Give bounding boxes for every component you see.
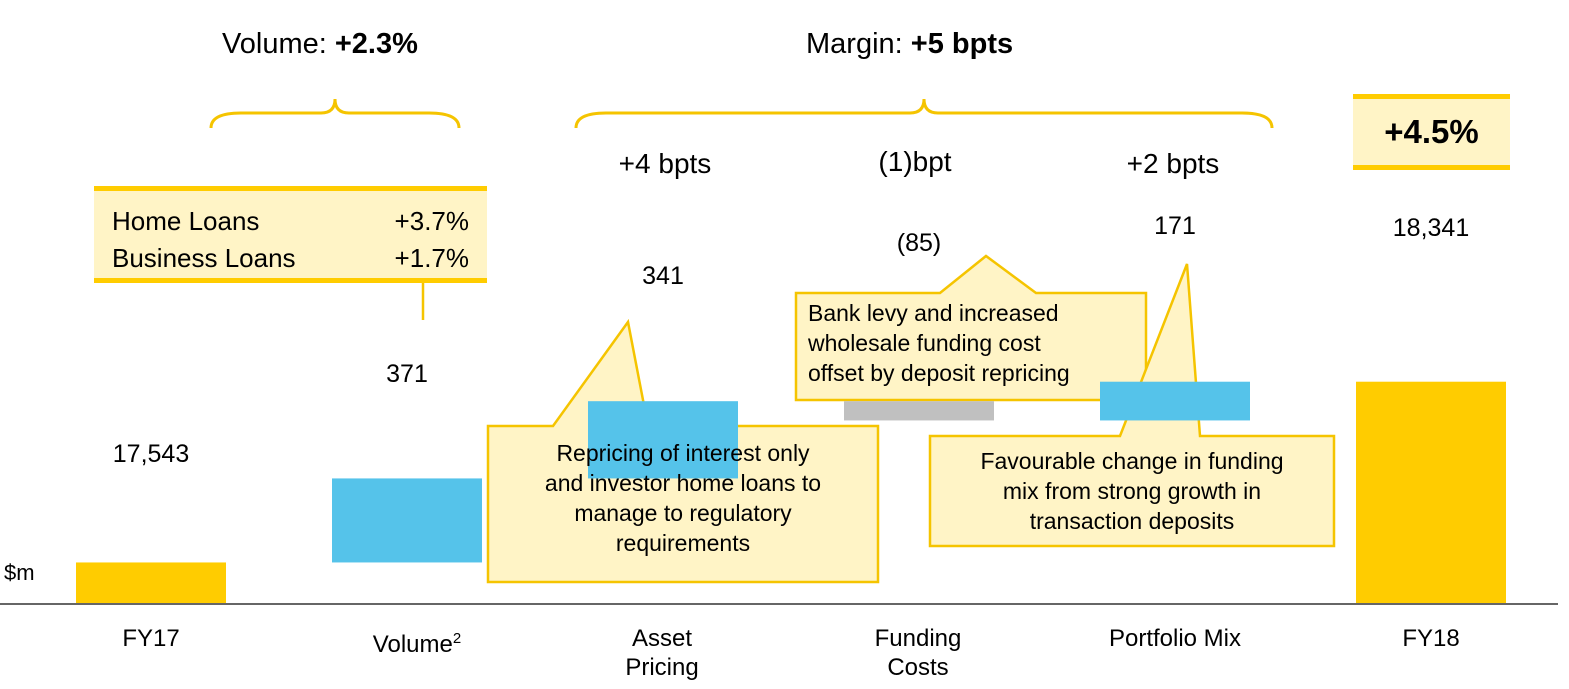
callout-portfolio-mix: Favourable change in funding mix from st…	[980, 448, 1284, 534]
bar-label-fy18: 18,341	[1392, 214, 1470, 242]
brace-margin	[574, 98, 1274, 129]
x-label-fy17: FY17	[122, 625, 180, 652]
unit-label: $m	[4, 560, 35, 585]
portfolio-mix-bpts: +2 bpts	[1126, 148, 1220, 179]
bar-label-portfolio-mix: 171	[1154, 212, 1196, 240]
bar-fy18	[1356, 381, 1506, 603]
bar-label-volume: 371	[386, 360, 428, 388]
volume-mix-box: Home Loans +3.7% Business Loans +1.7%	[94, 186, 487, 283]
mix-row-home-loans: Home Loans +3.7%	[112, 203, 469, 240]
mix-value: +3.7%	[394, 206, 469, 236]
x-label-portfolio-mix: Portfolio Mix	[1108, 625, 1242, 652]
x-label-asset-pricing: Asset Pricing	[625, 625, 699, 681]
mix-value: +1.7%	[394, 243, 469, 273]
callout-asset-pricing: Repricing of interest only and investor …	[544, 440, 822, 556]
mix-label: Business Loans	[112, 243, 296, 273]
bar-funding-costs	[844, 401, 994, 421]
mix-row-business-loans: Business Loans +1.7%	[112, 240, 469, 277]
funding-costs-bpts: (1)bpt	[878, 146, 952, 177]
bar-volume	[332, 478, 482, 563]
x-label-volume: Volume2	[372, 630, 462, 658]
mix-label: Home Loans	[112, 206, 260, 236]
callout-funding-costs: Bank levy and increased wholesale fundin…	[808, 300, 1070, 386]
asset-pricing-bpts: +4 bpts	[618, 148, 712, 179]
margin-header: Margin: +5 bpts	[806, 28, 1014, 60]
bar-asset-pricing	[588, 401, 738, 479]
volume-header: Volume: +2.3%	[222, 28, 418, 60]
bar-label-asset-pricing: 341	[642, 262, 684, 290]
bar-label-fy17: 17,543	[112, 440, 190, 468]
bar-fy17	[76, 562, 226, 603]
x-label-funding-costs: Funding Costs	[874, 625, 962, 681]
bar-portfolio-mix	[1100, 381, 1250, 421]
bar-label-funding-costs: (85)	[896, 229, 942, 257]
total-change-box: +4.5%	[1353, 94, 1510, 170]
x-label-fy18: FY18	[1402, 625, 1460, 652]
callout-shape-funding-costs	[794, 254, 1148, 402]
brace-volume	[209, 98, 461, 129]
